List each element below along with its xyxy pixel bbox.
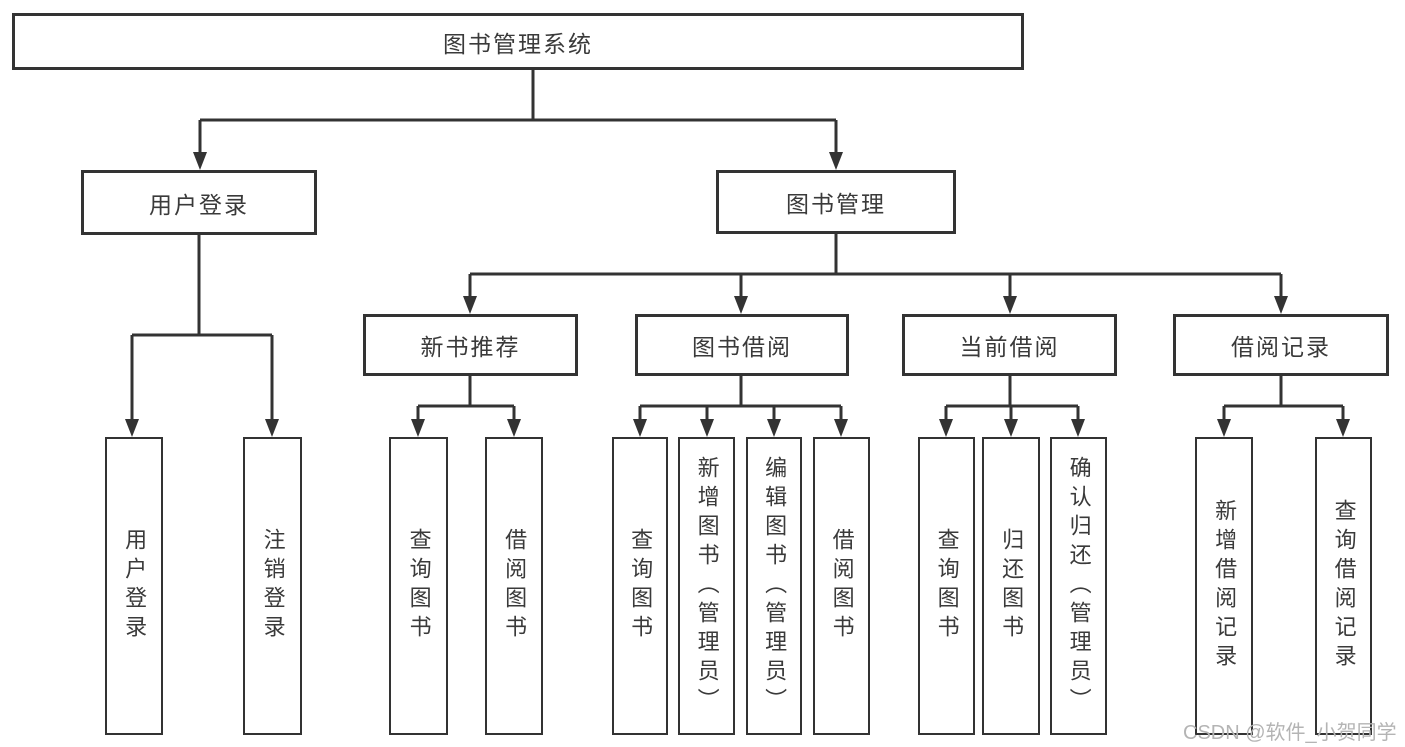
arrowhead-icon <box>507 419 521 437</box>
node-new-book-recommend: 新书推荐 <box>363 314 578 376</box>
leaf-query-books-borrowing-label: 查询图书 <box>628 528 654 644</box>
node-book-management-label: 图书管理 <box>786 191 886 217</box>
arrowhead-icon <box>939 419 953 437</box>
arrowhead-icon <box>1004 419 1018 437</box>
leaf-add-borrow-record: 新增借阅记录 <box>1195 437 1253 735</box>
leaf-user-login-label: 用户登录 <box>122 528 148 644</box>
arrowhead-icon <box>734 296 748 314</box>
leaf-user-login: 用户登录 <box>105 437 163 735</box>
arrowhead-icon <box>633 419 647 437</box>
watermark: CSDN @软件_小贺同学 <box>1183 722 1397 744</box>
leaf-borrow-books-recommend-label: 借阅图书 <box>502 528 528 644</box>
leaf-query-books-current: 查询图书 <box>918 437 975 735</box>
leaf-confirm-return-admin: 确认归还（管理员） <box>1050 437 1107 735</box>
leaf-add-books-admin-label: 新增图书（管理员） <box>694 455 720 717</box>
arrowhead-icon <box>1071 419 1085 437</box>
arrowhead-icon <box>1003 296 1017 314</box>
node-book-borrowing-label: 图书借阅 <box>692 334 792 360</box>
arrowhead-icon <box>834 419 848 437</box>
arrowhead-icon <box>125 419 139 437</box>
leaf-query-books-recommend: 查询图书 <box>389 437 448 735</box>
arrowhead-icon <box>193 152 207 170</box>
leaf-query-books-borrowing: 查询图书 <box>612 437 668 735</box>
arrowhead-icon <box>829 152 843 170</box>
leaf-confirm-return-admin-label: 确认归还（管理员） <box>1066 455 1092 717</box>
node-borrow-records: 借阅记录 <box>1173 314 1389 376</box>
arrowheads <box>125 152 1350 437</box>
leaf-borrow-books-borrowing: 借阅图书 <box>813 437 870 735</box>
leaf-borrow-books-recommend: 借阅图书 <box>485 437 543 735</box>
leaf-query-borrow-record: 查询借阅记录 <box>1315 437 1372 735</box>
node-book-borrowing: 图书借阅 <box>635 314 849 376</box>
arrowhead-icon <box>1336 419 1350 437</box>
leaf-logout-label: 注销登录 <box>260 528 286 644</box>
leaf-query-borrow-record-label: 查询借阅记录 <box>1331 499 1357 673</box>
arrowhead-icon <box>767 419 781 437</box>
leaf-return-books: 归还图书 <box>982 437 1040 735</box>
node-library-system-label: 图书管理系统 <box>443 30 593 57</box>
arrowhead-icon <box>411 419 425 437</box>
leaf-query-books-recommend-label: 查询图书 <box>406 528 432 644</box>
arrowhead-icon <box>265 419 279 437</box>
leaf-query-books-current-label: 查询图书 <box>934 528 960 644</box>
node-book-management: 图书管理 <box>716 170 956 234</box>
leaf-borrow-books-borrowing-label: 借阅图书 <box>829 528 855 644</box>
leaf-return-books-label: 归还图书 <box>999 528 1025 644</box>
node-new-book-recommend-label: 新书推荐 <box>420 334 521 360</box>
connector-paths <box>130 70 1345 421</box>
node-current-borrowing-label: 当前借阅 <box>959 334 1060 360</box>
arrowhead-icon <box>700 419 714 437</box>
leaf-edit-books-admin-label: 编辑图书（管理员） <box>762 455 788 717</box>
node-library-system: 图书管理系统 <box>12 13 1024 70</box>
arrowhead-icon <box>1217 419 1231 437</box>
node-user-login: 用户登录 <box>81 170 317 235</box>
leaf-edit-books-admin: 编辑图书（管理员） <box>746 437 802 735</box>
arrowhead-icon <box>463 296 477 314</box>
node-borrow-records-label: 借阅记录 <box>1231 334 1331 360</box>
arrowhead-icon <box>1274 296 1288 314</box>
node-current-borrowing: 当前借阅 <box>902 314 1117 376</box>
leaf-add-books-admin: 新增图书（管理员） <box>678 437 735 735</box>
leaf-add-borrow-record-label: 新增借阅记录 <box>1212 499 1238 673</box>
leaf-logout: 注销登录 <box>243 437 302 735</box>
node-user-login-label: 用户登录 <box>149 191 249 218</box>
